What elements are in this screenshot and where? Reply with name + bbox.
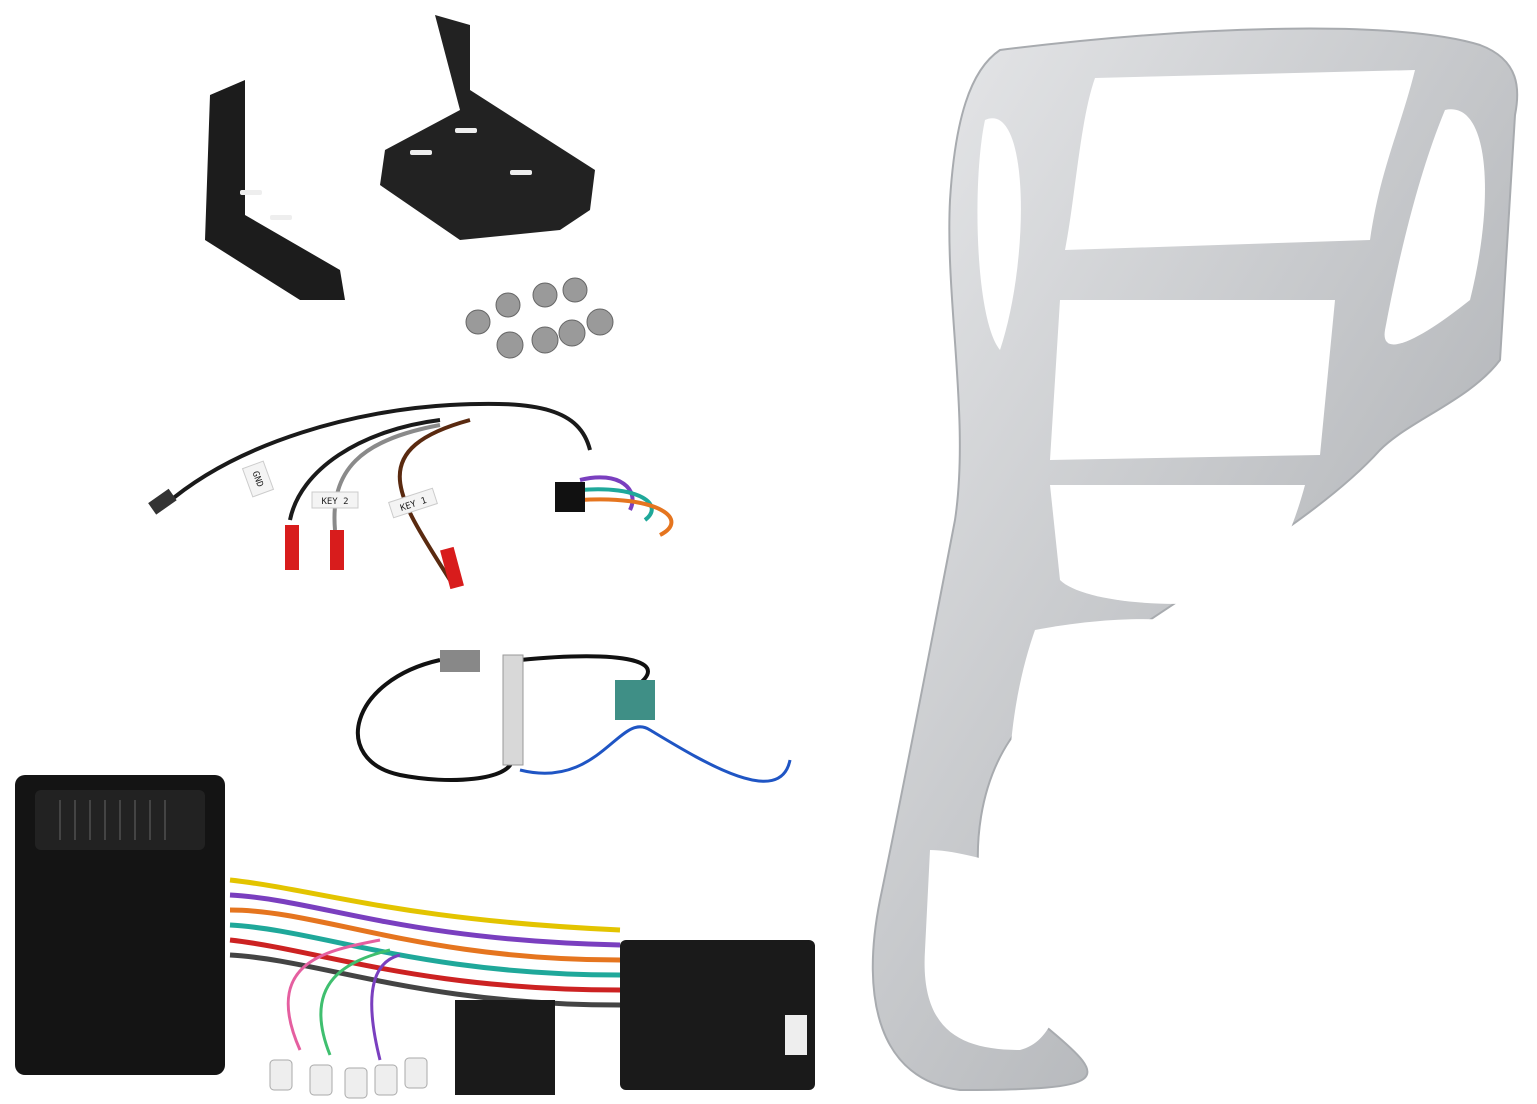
screws [465,277,614,359]
wire-tag-key1: KEY 1 [388,487,438,519]
label-key2: KEY 2 [321,497,348,507]
mounting-brackets [205,15,595,300]
wire-tag-gnd: GND [241,460,275,498]
silver-fascia-panel [871,27,1519,1092]
wiring-harness [229,877,815,1099]
steering-interface-box [15,775,225,1075]
wire-tag-key2: KEY 2 [311,491,359,509]
steering-control-lead [148,401,674,590]
antenna-adapter [356,650,792,783]
